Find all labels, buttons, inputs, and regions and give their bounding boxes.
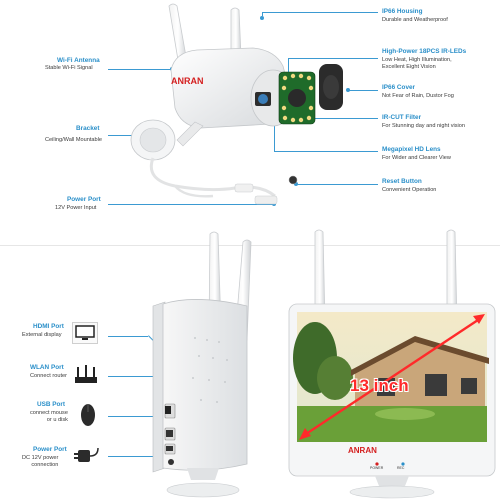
reset-sub: Convenient Operation — [382, 187, 437, 193]
router-icon — [75, 365, 97, 383]
bracket-title: Bracket — [76, 125, 100, 132]
ip66-cover — [319, 64, 343, 110]
ir-leds-line-h — [288, 58, 378, 59]
reset-title: Reset Button — [382, 178, 422, 185]
wifi-antenna-line — [108, 69, 172, 70]
hdmi-monitor-icon — [72, 322, 98, 344]
monitor-front-view — [288, 229, 496, 499]
power-adapter-icon — [74, 447, 99, 462]
ir-led-board — [278, 71, 316, 125]
nvr-side-view — [152, 231, 252, 498]
power-indicator-label: POWER — [370, 466, 384, 470]
power-line — [108, 456, 156, 457]
ir-leds-line-v — [288, 58, 289, 72]
ip66-cover-sub: Not Fear of Rain, Dustor Fog — [382, 93, 454, 99]
camera-illustration — [130, 3, 343, 205]
wlan-title: WLAN Port — [30, 364, 64, 371]
lens-line-v — [274, 103, 275, 151]
camera-brand: ANRAN — [171, 76, 204, 86]
rec-indicator-label: REC — [397, 466, 405, 470]
usb-sub: connect mouse or u disk — [30, 410, 68, 423]
lens-line-h — [274, 151, 378, 152]
hdmi-sub: External display — [22, 332, 62, 338]
screen-size-label: 13 inch — [350, 376, 409, 395]
wlan-sub: Connect router — [30, 373, 68, 379]
usb-line — [108, 416, 164, 417]
housing-line-h — [262, 12, 378, 13]
monitor-screen — [293, 312, 489, 442]
power-title: Power Port — [33, 446, 67, 453]
cover-dot — [346, 88, 350, 92]
cover-line — [348, 90, 378, 91]
housing-line-v — [262, 12, 263, 16]
hdmi-title: HDMI Port — [33, 323, 64, 330]
bracket-sub: Ceiling/Wall Mountable — [45, 137, 102, 143]
ircut-line — [300, 118, 378, 119]
power-port-line — [108, 204, 274, 205]
power-port-title: Power Port — [67, 196, 101, 203]
ircut-sub: For Stunning day and night vision — [382, 123, 466, 129]
lens-sub: For Wider and Clearer View — [382, 155, 451, 161]
mouse-icon — [81, 404, 95, 426]
bracket-base — [130, 119, 176, 161]
bracket-line — [108, 135, 142, 136]
ircut-title: IR-CUT Filter — [382, 114, 422, 121]
hdmi-line — [108, 336, 148, 337]
ir-leds-sub: Low Heat, High Illumination, Excellent E… — [382, 57, 452, 70]
power-sub: DC 12V power connection — [22, 455, 59, 468]
ip66-housing-title: IP66 Housing — [382, 8, 423, 15]
wlan-line — [108, 376, 168, 377]
reset-line — [296, 184, 378, 185]
power-port-sub: 12V Power Input — [55, 205, 97, 211]
ir-leds-title: High-Power 18PCS IR-LEDs — [382, 48, 467, 55]
ip66-housing-sub: Durable and Weatherproof — [382, 17, 448, 23]
reset-dot — [294, 182, 298, 186]
lens-title: Megapixel HD Lens — [382, 146, 441, 153]
usb-title: USB Port — [37, 401, 66, 408]
ip66-cover-title: IP66 Cover — [382, 84, 416, 91]
housing-dot — [260, 16, 264, 20]
wifi-antenna-title: Wi-Fi Antenna — [57, 57, 100, 64]
monitor-brand: ANRAN — [348, 446, 377, 455]
wifi-antenna-sub: Stable Wi-Fi Signal — [45, 65, 93, 71]
camera-lens — [255, 92, 271, 106]
